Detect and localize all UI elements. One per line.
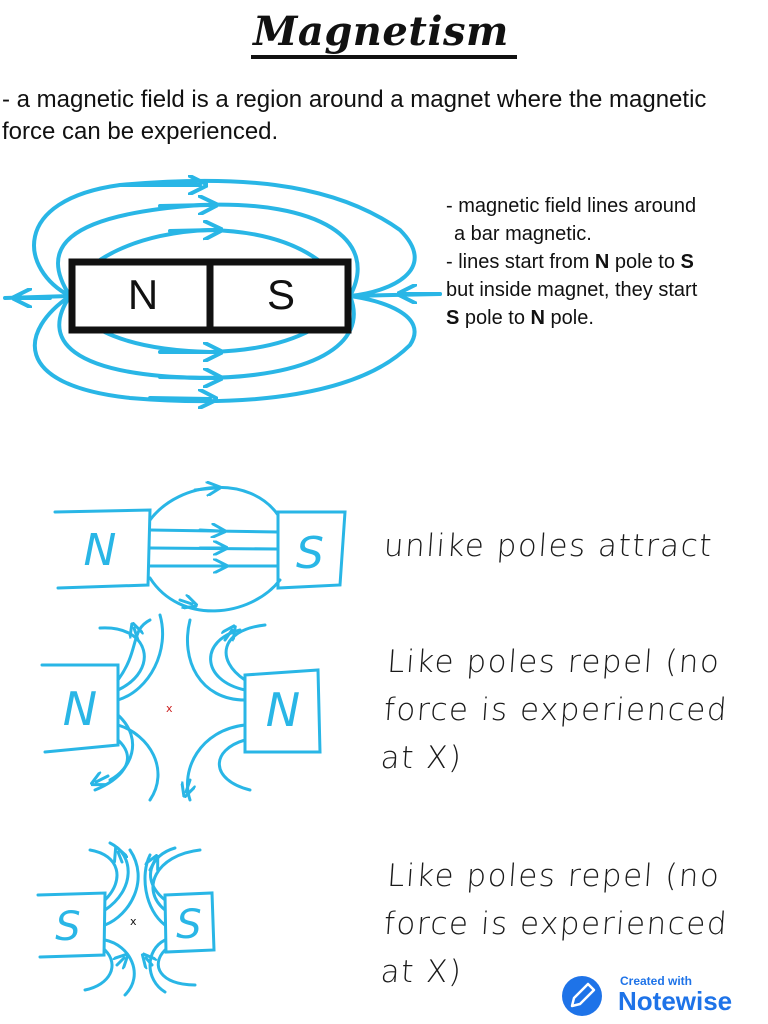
note-line-5: S pole to N pole. xyxy=(446,307,594,329)
bar-magnet xyxy=(68,258,352,334)
caption-like-north: Like poles repel (no force is experience… xyxy=(379,644,730,776)
like-north-left-label: N xyxy=(63,682,97,736)
intro-definition: - a magnetic field is a region around a … xyxy=(2,86,707,145)
note-line-4: but inside magnet, they start xyxy=(446,279,698,301)
page-title: Magnetism xyxy=(0,8,768,59)
unlike-poles-sketch xyxy=(53,487,347,613)
like-north-x-mark: x xyxy=(166,702,173,715)
bar-magnet-notes: - magnetic field lines around a bar magn… xyxy=(446,192,768,332)
brand-created-with: Created with xyxy=(620,974,693,988)
caption-unlike-poles: unlike poles attract xyxy=(382,528,715,564)
notewise-badge: Created with Notewise xyxy=(562,972,762,1020)
note-line-1: - magnetic field lines around xyxy=(446,195,697,217)
like-north-sketch xyxy=(40,613,322,802)
pencil-icon xyxy=(562,976,602,1016)
brand-name: Notewise xyxy=(618,986,733,1016)
like-south-x-mark: x xyxy=(130,915,137,928)
bar-magnet-north-label: N xyxy=(128,271,158,318)
bar-magnet-south-label: S xyxy=(267,271,295,318)
like-north-right-label: N xyxy=(266,683,300,737)
like-south-right-label: S xyxy=(176,902,201,948)
unlike-south-label: S xyxy=(296,528,324,579)
note-line-2: a bar magnetic. xyxy=(454,223,592,245)
like-south-sketch xyxy=(36,841,216,997)
unlike-north-label: N xyxy=(84,525,117,576)
like-south-left-label: S xyxy=(55,904,80,950)
note-line-3: - lines start from N pole to S xyxy=(446,251,694,273)
